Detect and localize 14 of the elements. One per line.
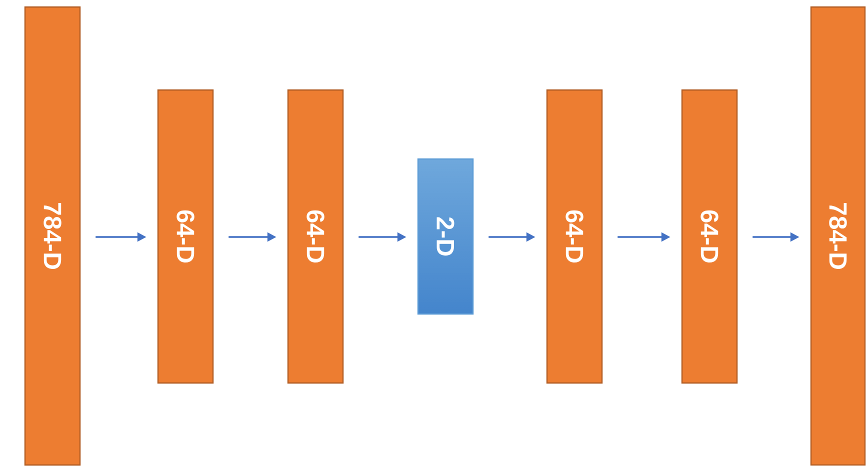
layer-box — [287, 89, 344, 384]
layer-label: 64-D — [306, 210, 324, 263]
layer-label: 64-D — [176, 210, 194, 263]
layer-box — [24, 6, 81, 466]
bottleneck-box — [417, 158, 474, 315]
layer-label: 784-D — [829, 203, 847, 269]
layer-box — [546, 89, 603, 384]
layer-box — [681, 89, 738, 384]
layer-label: 2-D — [436, 217, 454, 256]
layer-label: 784-D — [44, 203, 62, 269]
layer-label: 64-D — [566, 210, 584, 263]
layer-box — [157, 89, 214, 384]
layer-box — [810, 6, 866, 466]
layer-label: 64-D — [700, 210, 718, 263]
